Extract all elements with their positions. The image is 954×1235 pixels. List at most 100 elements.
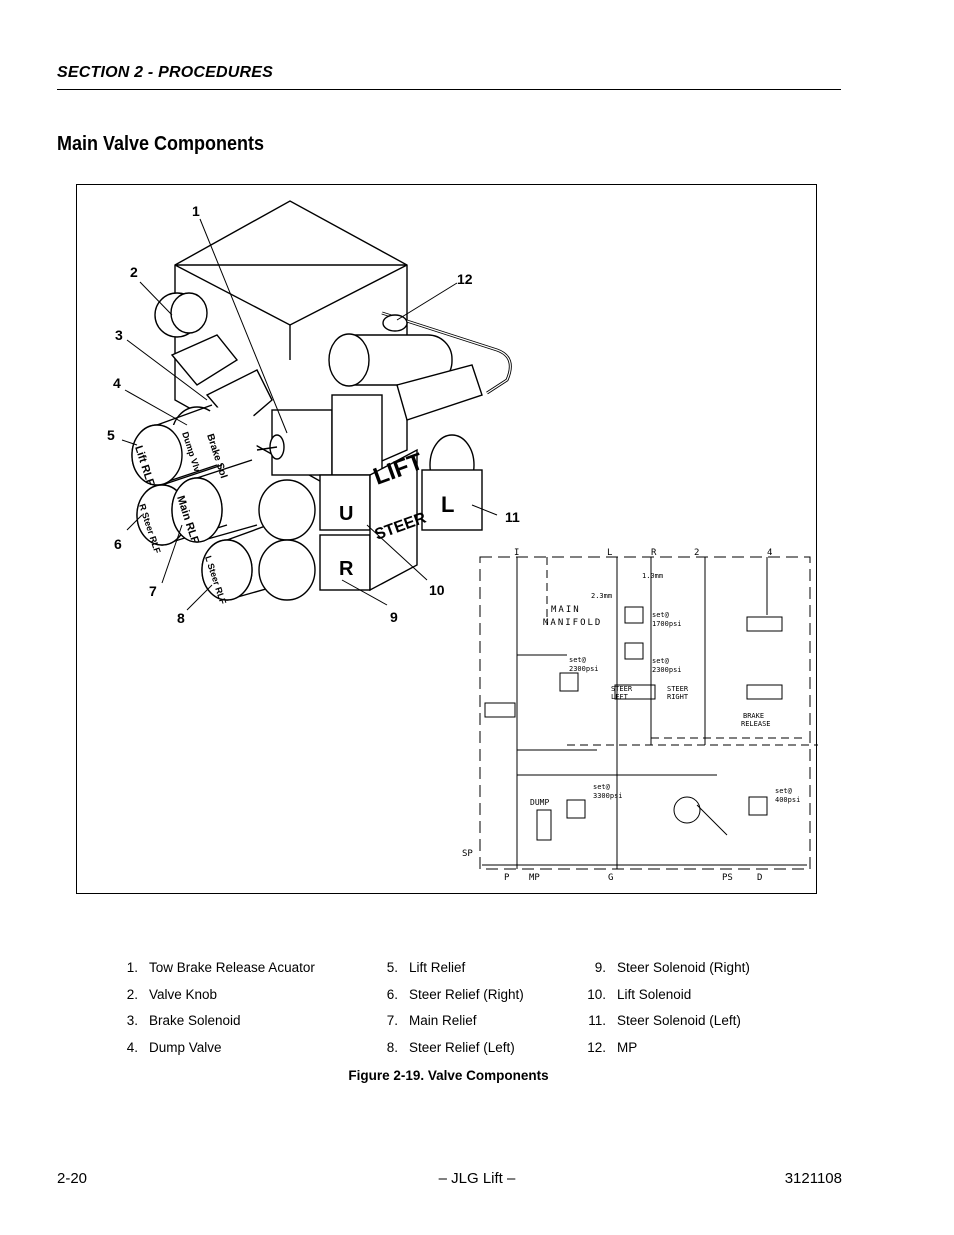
callout-10: 10 (429, 582, 445, 598)
callout-12: 12 (457, 271, 473, 287)
steer-right-label-2: RIGHT (667, 693, 689, 701)
legend-item: 3. Brake Solenoid (112, 1008, 315, 1035)
callout-3: 3 (115, 327, 123, 343)
set-3300-label-1: set@ (593, 783, 611, 791)
brake-release-label-1: BRAKE (743, 712, 764, 720)
legend-label: Valve Knob (149, 986, 218, 1002)
dump-label: DUMP (530, 798, 549, 807)
legend-item: 1. Tow Brake Release Acuator (112, 955, 315, 982)
legend-item: 8. Steer Relief (Left) (372, 1035, 524, 1062)
set-3300-label-2: 3300psi (593, 792, 623, 800)
legend-number: 10. (587, 986, 606, 1002)
set-1700-label-2: 1700psi (652, 620, 682, 628)
document-number: 3121108 (784, 1170, 842, 1187)
callout-9: 9 (390, 609, 398, 625)
set-400-label-2: 400psi (775, 796, 800, 804)
callout-6: 6 (114, 536, 122, 552)
callout-1: 1 (192, 203, 200, 219)
port-ps: PS (722, 873, 733, 883)
valve-figure: Brake Sol Dump Vlv Lift RLF R Steer RLF … (107, 200, 818, 883)
legend-number: 9. (594, 960, 606, 975)
page-title: Main Valve Components (57, 133, 265, 155)
port-d: D (757, 873, 762, 883)
figure-frame: Brake Sol Dump Vlv Lift RLF R Steer RLF … (76, 184, 818, 894)
legend-column-3: 9. Steer Solenoid (Right) 10. Lift Solenoi… (580, 955, 750, 1061)
set-400-label-1: set@ (775, 787, 793, 795)
port-sp: SP (462, 849, 473, 859)
r-coil-label: R (339, 558, 354, 580)
legend-label: Lift Relief (409, 960, 466, 975)
legend-label: Steer Solenoid (Left) (617, 1013, 741, 1028)
legend-number: 8. (386, 1039, 398, 1055)
legend-label: Steer Relief (Right) (409, 986, 524, 1002)
legend-item: 9. Steer Solenoid (Right) (580, 955, 750, 982)
legend-label: MP (617, 1039, 638, 1055)
legend-number: 2. (126, 986, 138, 1002)
orifice-a-label: 2.3mm (591, 592, 612, 600)
legend-column-1: 1. Tow Brake Release Acuator 2. Valve Knob… (112, 955, 315, 1061)
footer-brand: – JLG Lift – (438, 1170, 516, 1187)
legend-column-2: 5. Lift Relief 6. Steer Relief (Right) 7. M… (372, 955, 524, 1061)
legend-number: 1. (126, 960, 138, 975)
section-header: SECTION 2 - PROCEDURES (57, 64, 273, 81)
legend-item: 10. Lift Solenoid (580, 982, 750, 1009)
steer-right-label-1: STEER (667, 685, 689, 693)
legend-label: Steer Solenoid (Right) (617, 960, 750, 975)
callout-4: 4 (113, 375, 121, 391)
legend-number: 12. (587, 1039, 606, 1055)
steer-left-label-1: STEER (611, 685, 633, 693)
main-manifold-label-2: MANIFOLD (543, 618, 602, 628)
callout-5: 5 (107, 427, 115, 443)
port-i: I (514, 548, 519, 558)
callout-7: 7 (149, 583, 157, 599)
legend-item: 7. Main Relief (372, 1008, 524, 1035)
legend-number: 7. (386, 1013, 398, 1028)
legend-label: Brake Solenoid (149, 1013, 241, 1028)
callout-8: 8 (177, 610, 185, 626)
figure-caption: Figure 2-19. Valve Components (348, 1068, 549, 1083)
u-coil-label: U (339, 503, 353, 525)
port-p: P (504, 873, 510, 883)
leader-lines (121, 218, 498, 611)
legend-label: Dump Valve (149, 1039, 222, 1055)
set-2300b-label-2: 2300psi (652, 666, 682, 674)
set-1700-label-1: set@ (652, 611, 670, 619)
legend-label: Steer Relief (Left) (409, 1039, 515, 1055)
legend-number: 3. (126, 1013, 138, 1028)
port-mp: MP (529, 873, 540, 883)
hydraulic-schematic (479, 556, 818, 870)
legend-label: Main Relief (409, 1013, 477, 1028)
legend-number: 11. (588, 1013, 606, 1028)
set-2300a-label-1: set@ (569, 656, 587, 664)
legend-label: Lift Solenoid (617, 986, 692, 1002)
steer-left-label-2: LEFT (611, 693, 629, 701)
callout-2: 2 (130, 264, 138, 280)
legend-item: 5. Lift Relief (372, 955, 524, 982)
port-4: 4 (767, 548, 772, 558)
set-2300a-label-2: 2300psi (569, 665, 599, 673)
legend-label: Tow Brake Release Acuator (149, 960, 315, 975)
legend-item: 12. MP (580, 1035, 750, 1062)
brake-release-label-2: RELEASE (741, 720, 771, 728)
schematic-labels: MAIN MANIFOLD I L R 2 4 P MP G PS D SP s… (462, 548, 800, 883)
page-number: 2-20 (57, 1170, 88, 1187)
header-rule (57, 89, 841, 90)
legend-item: 6. Steer Relief (Right) (372, 982, 524, 1009)
legend-item: 2. Valve Knob (112, 982, 315, 1009)
legend-number: 6. (386, 986, 398, 1002)
port-2: 2 (694, 548, 699, 558)
port-g: G (608, 873, 613, 883)
valve-block-drawing (131, 200, 512, 601)
legend-item: 11. Steer Solenoid (Left) (580, 1008, 750, 1035)
main-manifold-label-1: MAIN (551, 605, 581, 615)
l-coil-label: L (441, 492, 454, 517)
callout-11: 11 (505, 509, 520, 525)
legend-item: 4. Dump Valve (112, 1035, 315, 1062)
port-r: R (651, 548, 657, 558)
legend-number: 4. (126, 1039, 138, 1055)
orifice-b-label: 1.0mm (642, 572, 663, 580)
legend-number: 5. (386, 960, 398, 975)
set-2300b-label-1: set@ (652, 657, 670, 665)
callout-numbers: 1 2 3 4 5 6 7 8 9 10 11 12 (107, 203, 520, 626)
port-l: L (607, 548, 612, 558)
